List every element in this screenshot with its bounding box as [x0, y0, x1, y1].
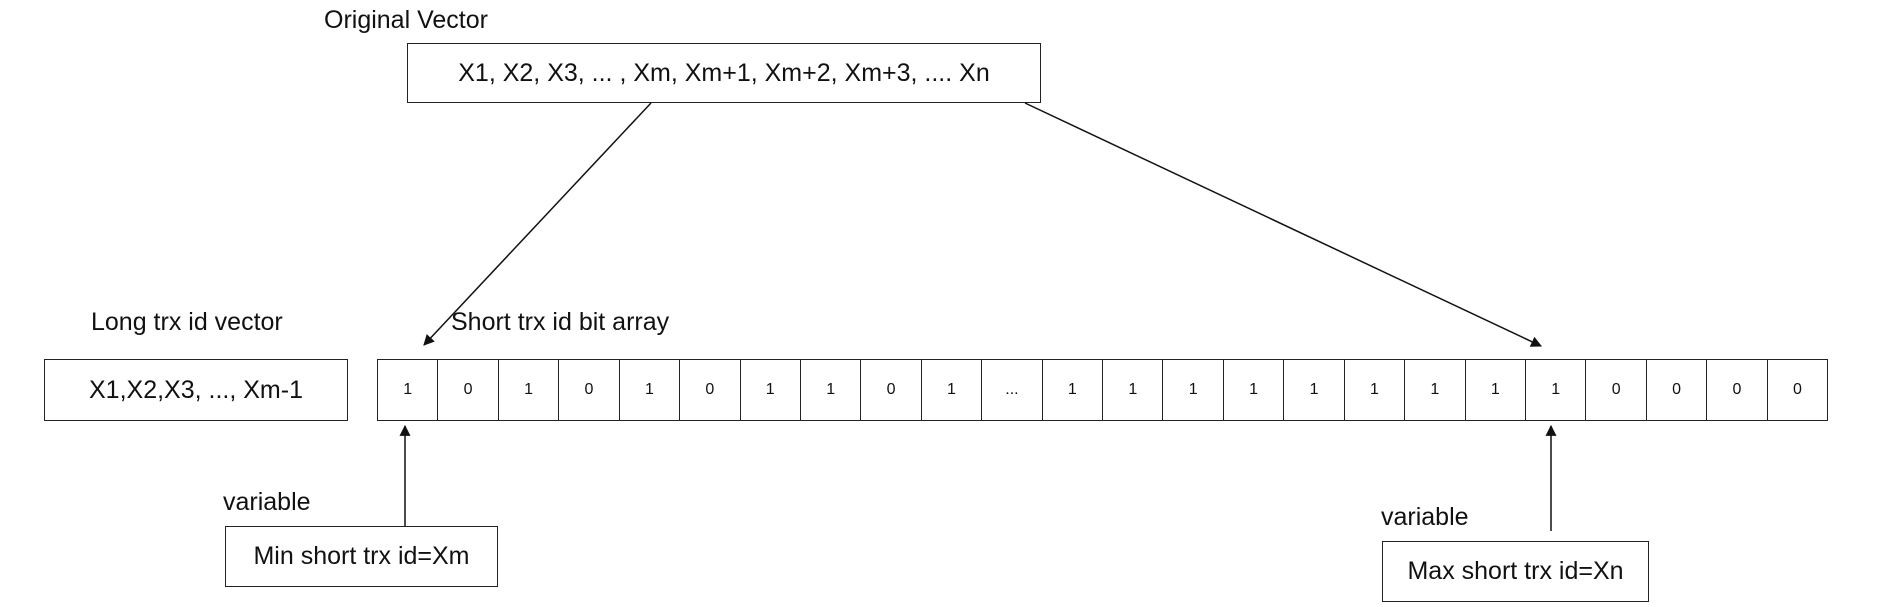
max-variable-box: Max short trx id=Xn — [1382, 541, 1649, 602]
bit-cell: 0 — [1585, 360, 1645, 420]
short-array-title: Short trx id bit array — [451, 308, 670, 336]
bit-cell: 1 — [1102, 360, 1162, 420]
bit-cell: 1 — [920, 360, 981, 420]
bit-cell: 1 — [497, 360, 558, 420]
arrow-xm-to-first-bit — [423, 102, 652, 346]
bit-cell: 1 — [1343, 360, 1404, 420]
bit-cell: 1 — [1525, 360, 1585, 420]
bit-cell: 0 — [1766, 360, 1827, 420]
max-variable-title: variable — [1381, 503, 1469, 531]
bit-cell: 1 — [799, 360, 860, 420]
bit-cell: 0 — [679, 360, 739, 420]
bit-cell: 0 — [437, 360, 497, 420]
original-vector-box: X1, X2, X3, ... , Xm, Xm+1, Xm+2, Xm+3, … — [407, 43, 1041, 103]
bit-cell: 1 — [1041, 360, 1102, 420]
bit-cell: 0 — [860, 360, 920, 420]
bit-cell: 1 — [1464, 360, 1525, 420]
bit-cell: 0 — [1645, 360, 1706, 420]
bit-cell: 0 — [1706, 360, 1766, 420]
bit-cell: ... — [981, 360, 1041, 420]
bit-cell: 1 — [618, 360, 679, 420]
bit-cell: 0 — [558, 360, 618, 420]
bit-cell: 1 — [403, 381, 413, 398]
bit-cell: 1 — [1222, 360, 1283, 420]
min-variable-title: variable — [223, 488, 311, 516]
long-vector-title: Long trx id vector — [91, 308, 283, 336]
arrow-xn-to-last-set-bit — [1024, 102, 1542, 347]
bit-cell: 1 — [1283, 360, 1343, 420]
bit-cell: 1 — [739, 360, 800, 420]
bit-cell: 1 — [1404, 360, 1464, 420]
original-vector-title: Original Vector — [324, 6, 488, 34]
bit-cell: 1 — [1162, 360, 1222, 420]
long-vector-box: X1,X2,X3, ..., Xm-1 — [44, 359, 348, 421]
min-variable-box: Min short trx id=Xm — [225, 526, 498, 587]
